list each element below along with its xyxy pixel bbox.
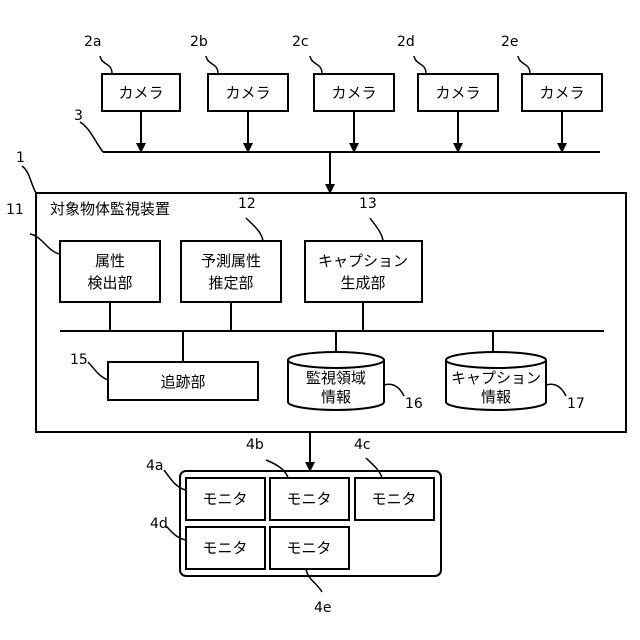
unit-label-line2: 検出部 — [87, 274, 132, 292]
monitor-4c: モニタ 4c — [354, 437, 434, 520]
monitor-label: モニタ — [371, 490, 416, 508]
camera-2a: カメラ 2a — [84, 34, 180, 152]
ref-label: 11 — [6, 202, 24, 218]
monitor-label: モニタ — [202, 490, 247, 508]
unit-label: 追跡部 — [160, 373, 205, 391]
db-label-line1: 監視領域 — [306, 369, 366, 387]
ref-label: 16 — [405, 396, 423, 412]
monitor-label: モニタ — [202, 539, 247, 557]
ref-label: 4c — [354, 437, 371, 453]
camera-label: カメラ — [331, 84, 376, 102]
leader-line — [80, 122, 103, 152]
ref-label: 2a — [84, 34, 102, 50]
camera-2b: カメラ 2b — [190, 34, 288, 152]
db-label-line1: キャプション — [451, 369, 541, 387]
device-title: 対象物体監視装置 — [50, 200, 170, 218]
unit-label-line2: 生成部 — [340, 274, 385, 292]
camera-label: カメラ — [435, 84, 480, 102]
camera-label: カメラ — [118, 84, 163, 102]
ref-label: 2d — [397, 34, 415, 50]
unit-label-line1: 予測属性 — [201, 252, 261, 270]
ref-label: 12 — [238, 196, 256, 212]
ref-label: 1 — [16, 150, 25, 166]
db-label-line2: 情報 — [321, 388, 351, 406]
ref-label: 13 — [359, 196, 377, 212]
monitor-group: モニタ 4a モニタ 4b モニタ 4c モニタ 4d モニタ 4e — [146, 437, 441, 616]
leader-line — [206, 56, 218, 74]
monitoring-device: 対象物体監視装置 1 属性 検出部 11 予測属性 推定部 12 キャプション … — [6, 150, 626, 432]
camera-2d: カメラ 2d — [397, 34, 498, 152]
ref-label: 2e — [501, 34, 519, 50]
ref-label: 17 — [567, 396, 585, 412]
ref-label: 4d — [150, 516, 168, 532]
monitor-label: モニタ — [286, 490, 331, 508]
ref-label: 2c — [292, 34, 309, 50]
network-bus: 3 — [74, 108, 600, 193]
unit-label-line1: 属性 — [95, 252, 125, 270]
camera-2c: カメラ 2c — [292, 34, 394, 152]
leader-line — [100, 56, 112, 74]
unit-label-line2: 推定部 — [208, 274, 253, 292]
ref-label: 2b — [190, 34, 208, 50]
ref-label: 4e — [314, 600, 332, 616]
ref-label: 3 — [74, 108, 83, 124]
ref-label: 4b — [246, 437, 264, 453]
leader-line — [414, 56, 426, 74]
monitor-4a: モニタ 4a — [146, 458, 265, 520]
monitor-label: モニタ — [286, 539, 331, 557]
ref-label: 4a — [146, 458, 164, 474]
camera-label: カメラ — [539, 84, 584, 102]
camera-label: カメラ — [225, 84, 270, 102]
camera-2e: カメラ 2e — [501, 34, 602, 152]
leader-line — [518, 56, 530, 74]
leader-line — [310, 56, 322, 74]
unit-label-line1: キャプション — [318, 252, 408, 270]
leader-line — [22, 166, 36, 193]
ref-label: 15 — [70, 352, 88, 368]
db-label-line2: 情報 — [481, 388, 511, 406]
